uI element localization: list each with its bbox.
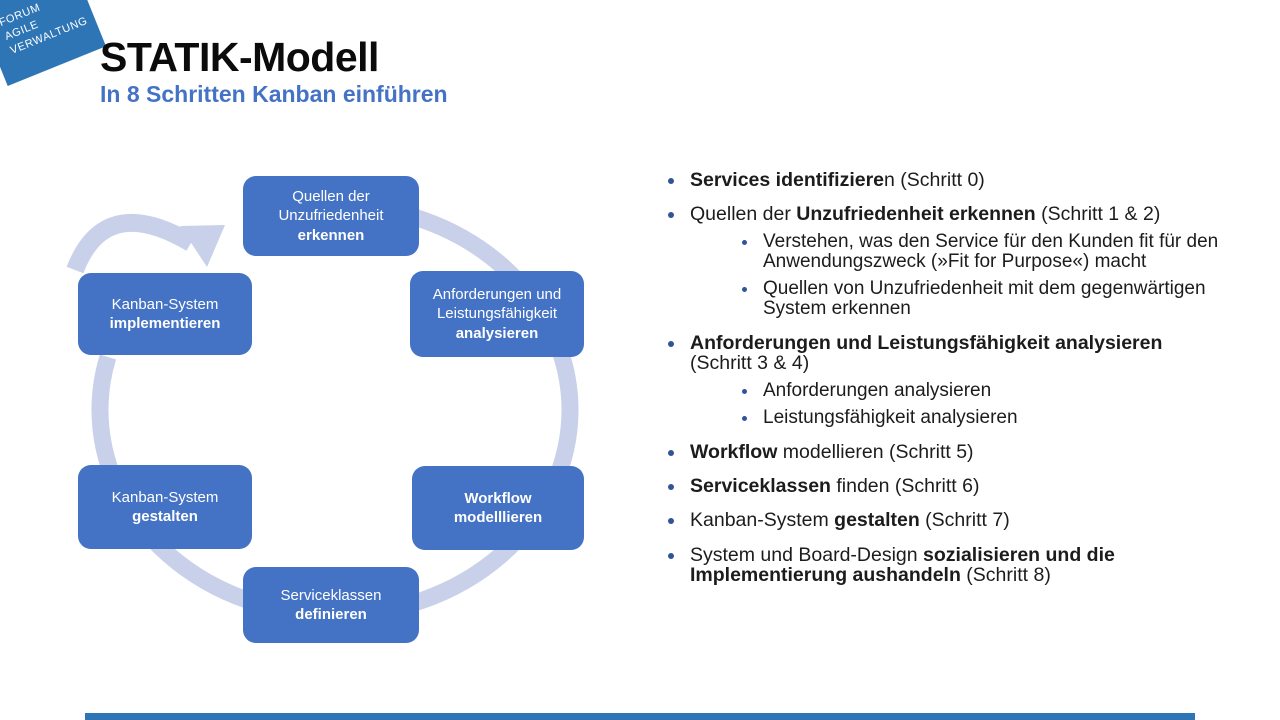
bullet-item: Services identifizieren (Schritt 0) bbox=[662, 170, 1220, 190]
sub-bullet-item: Quellen von Unzufriedenheit mit dem gege… bbox=[737, 277, 1220, 319]
cycle-box-bottom: Serviceklassen definieren bbox=[243, 567, 419, 643]
bullet-text: modellieren (Schritt 5) bbox=[777, 440, 974, 463]
bullet-dot bbox=[742, 239, 747, 245]
bullet-dot bbox=[668, 178, 674, 184]
cycle-box-line: Quellen der bbox=[292, 187, 370, 205]
page-subtitle: In 8 Schritten Kanban einführen bbox=[100, 81, 448, 107]
bullet-dot bbox=[668, 212, 674, 219]
bullet-text: System und Board-Design bbox=[690, 543, 924, 566]
cycle-box-line: Unzufriedenheit bbox=[278, 207, 384, 225]
cycle-box-line: analysieren bbox=[455, 324, 539, 342]
bullet-text-bold: sozialisieren und die Implementierung au… bbox=[690, 543, 1115, 587]
bullet-text: (Schritt 1 & 2) bbox=[1035, 203, 1161, 226]
cycle-box-line: Serviceklassen bbox=[280, 586, 382, 604]
footer-accent-bar bbox=[85, 713, 1195, 720]
cycle-box-line: Leistungsfähigkeit bbox=[436, 305, 558, 323]
bullet-text: Quellen der bbox=[690, 203, 797, 226]
sub-bullet-item: Anforderungen analysieren bbox=[737, 379, 1220, 401]
bullet-item: Workflow modellieren (Schritt 5) bbox=[662, 440, 1220, 463]
bullet-item: Anforderungen und Leistungsfähigkeit ana… bbox=[662, 331, 1220, 375]
cycle-box-right-lower: Workflow modelllieren bbox=[412, 466, 584, 550]
bullet-text-bold: Anforderungen und Leistungsfähigkeit ana… bbox=[690, 331, 1163, 354]
cycle-box-line: implementieren bbox=[109, 315, 221, 332]
cycle-box-line: gestalten bbox=[132, 508, 198, 525]
forum-agile-verwaltung-logo: FORUM AGILE VERWALTUNG bbox=[0, 0, 106, 86]
bullet-item: Kanban-System gestalten (Schritt 7) bbox=[662, 509, 1220, 532]
cycle-box-line: erkennen bbox=[297, 226, 365, 244]
bullet-text: Verstehen, was den Service für den Kunde… bbox=[763, 230, 1219, 272]
cycle-box-left-upper: Kanban-System implementieren bbox=[78, 273, 252, 355]
bullet-text: (Schritt 3 & 4) bbox=[690, 352, 810, 375]
bullet-dot bbox=[668, 340, 674, 347]
bullet-text: Anforderungen analysieren bbox=[763, 379, 992, 401]
bullet-dot bbox=[742, 286, 747, 292]
bullet-text: Leistungsfähigkeit analysieren bbox=[763, 406, 1018, 428]
sub-bullet-item: Verstehen, was den Service für den Kunde… bbox=[737, 230, 1220, 272]
page-title: STATIK-Modell bbox=[100, 34, 379, 80]
arrowhead-icon bbox=[180, 225, 225, 267]
bullet-text: (Schritt 8) bbox=[960, 564, 1051, 587]
bullet-dot bbox=[742, 388, 747, 394]
bullet-text: finden (Schritt 6) bbox=[830, 474, 980, 497]
bullet-list: Services identifizieren (Schritt 0) Quell… bbox=[662, 170, 1220, 586]
cycle-box-line: Anforderungen und bbox=[432, 285, 562, 303]
bullet-text-bold: Unzufriedenheit erkennen bbox=[796, 203, 1036, 226]
bullet-text-bold: Workflow bbox=[690, 440, 778, 463]
cycle-box-line: modelllieren bbox=[453, 509, 543, 526]
bullet-text: Quellen von Unzufriedenheit mit dem gege… bbox=[763, 277, 1206, 319]
bullet-item: System und Board-Design sozialisieren un… bbox=[662, 545, 1220, 586]
bullet-dot bbox=[668, 483, 674, 490]
bullet-item: Serviceklassen finden (Schritt 6) bbox=[662, 476, 1220, 496]
bullet-dot bbox=[668, 449, 674, 456]
cycle-box-line: Workflow bbox=[464, 489, 532, 507]
cycle-box-line: Kanban-System bbox=[111, 295, 219, 313]
bullet-text-bold: gestalten bbox=[834, 509, 920, 532]
cycle-box-left-lower: Kanban-System gestalten bbox=[78, 465, 252, 549]
arrow-tail-swoosh bbox=[66, 213, 196, 274]
bullet-text: Kanban-System bbox=[690, 509, 835, 532]
bullet-text-bold: Services identifiziere bbox=[690, 169, 885, 191]
sub-bullet-item: Leistungsfähigkeit analysieren bbox=[737, 406, 1220, 428]
bullet-text: n (Schritt 0) bbox=[884, 169, 985, 191]
bullet-text: (Schritt 7) bbox=[919, 509, 1010, 532]
cycle-box-line: Kanban-System bbox=[111, 488, 219, 506]
cycle-box-line: definieren bbox=[295, 606, 367, 623]
bullet-dot bbox=[668, 518, 674, 525]
bullet-dot bbox=[668, 552, 674, 559]
bullet-text-bold: Serviceklassen bbox=[690, 474, 831, 497]
bullet-dot bbox=[742, 415, 747, 421]
bullet-item: Quellen der Unzufriedenheit erkennen (Sc… bbox=[662, 203, 1220, 226]
